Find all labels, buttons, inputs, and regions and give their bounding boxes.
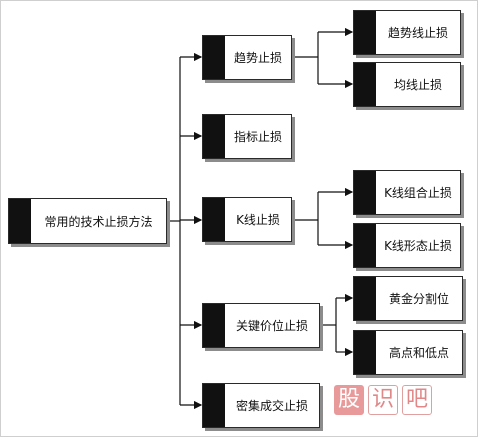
- leaf-node-label: 高点和低点: [388, 346, 449, 360]
- branch-node-bar: [203, 36, 225, 79]
- leaf-node-bar: [354, 11, 376, 54]
- leaf-node-highs-lows: 高点和低点: [353, 330, 463, 375]
- watermark: 股 识 吧: [334, 385, 432, 415]
- leaf-node-bar: [354, 331, 376, 374]
- branch-node-bar: [203, 198, 225, 241]
- leaf-node-bar: [354, 277, 376, 320]
- leaf-node-bar: [354, 171, 376, 214]
- branch-node-bar: [203, 115, 225, 158]
- leaf-node-kline-pattern: K线形态止损: [353, 223, 461, 268]
- leaf-node-trendline: 趋势线止损: [353, 10, 461, 55]
- branch-node-bar: [203, 384, 225, 427]
- leaf-node-moving-average: 均线止损: [353, 62, 461, 107]
- leaf-node-kline-combo: K线组合止损: [353, 170, 461, 215]
- branch-node-label: 趋势止损: [233, 51, 282, 65]
- leaf-node-golden-ratio: 黄金分割位: [353, 276, 463, 321]
- branch-node-label: K线止损: [236, 213, 280, 227]
- root-node-bar: [9, 199, 31, 243]
- branch-node-kline: K线止损: [202, 197, 292, 242]
- root-node: 常用的技术止损方法: [8, 198, 167, 244]
- branch-node-label: 指标止损: [233, 130, 282, 144]
- watermark-char: 识: [368, 385, 398, 415]
- branch-node-key-price: 关键价位止损: [202, 303, 320, 348]
- branch-node-trend: 趋势止损: [202, 35, 292, 80]
- leaf-node-bar: [354, 63, 376, 106]
- leaf-node-label: 趋势线止损: [387, 26, 448, 40]
- root-node-label: 常用的技术止损方法: [44, 214, 153, 229]
- branch-node-indicator: 指标止损: [202, 114, 292, 159]
- branch-node-bar: [203, 304, 225, 347]
- leaf-node-bar: [354, 224, 376, 267]
- branch-node-label: 关键价位止损: [235, 319, 308, 333]
- branch-node-dense-volume: 密集成交止损: [202, 383, 320, 428]
- leaf-node-label: 均线止损: [393, 78, 442, 92]
- leaf-node-label: K线组合止损: [384, 186, 452, 200]
- watermark-char: 股: [334, 385, 364, 415]
- watermark-char: 吧: [402, 385, 432, 415]
- leaf-node-label: 黄金分割位: [388, 292, 449, 306]
- branch-node-label: 密集成交止损: [235, 399, 308, 413]
- leaf-node-label: K线形态止损: [384, 239, 452, 253]
